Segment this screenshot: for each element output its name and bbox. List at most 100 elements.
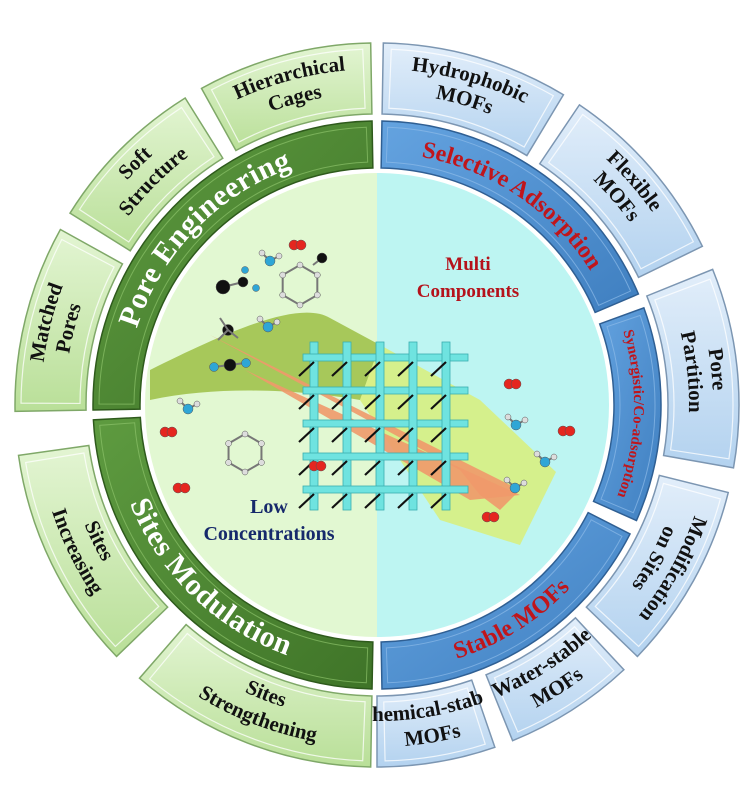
lattice-linker	[430, 361, 447, 377]
hydrogen-atom	[256, 315, 264, 323]
label-multi: Multi	[445, 254, 490, 275]
lattice-linker	[430, 427, 447, 443]
lattice-strut	[302, 353, 469, 362]
lattice-strut	[302, 452, 469, 461]
lattice-linker	[298, 394, 315, 410]
nitrogen-atom	[262, 321, 274, 333]
lattice-linker	[364, 427, 381, 443]
nitrogen-atom	[510, 419, 522, 431]
lattice-linker	[364, 493, 381, 509]
lattice-linker	[364, 394, 381, 410]
lattice-linker	[430, 460, 447, 476]
lattice-linker	[331, 460, 348, 476]
oxygen-atom	[315, 460, 327, 472]
hydrogen-atom	[258, 249, 266, 257]
carbon-ring-atom	[314, 271, 321, 279]
nitrogen-atom	[509, 482, 521, 494]
lattice-strut	[408, 341, 418, 511]
bond	[217, 329, 229, 341]
lattice-strut	[302, 386, 469, 395]
gas-molecules	[159, 239, 576, 523]
hydrogen-atom	[176, 397, 184, 405]
oxygen-atom	[510, 378, 522, 390]
carbon-ring-atom	[279, 271, 286, 279]
carbon-ring-atom	[279, 291, 286, 299]
hydrogen-atom	[520, 479, 528, 487]
carbon-ring-atom	[258, 459, 265, 466]
hydrogen-atom	[550, 453, 558, 461]
carbon-atom	[223, 358, 237, 372]
lattice-linker	[298, 361, 315, 377]
bond	[219, 317, 229, 331]
lattice-strut	[302, 419, 469, 428]
nitrogen-atom	[539, 456, 551, 468]
hydrogen-atom	[273, 318, 281, 326]
oxygen-atom	[166, 426, 178, 438]
lattice-linker	[298, 427, 315, 443]
oxygen-atom	[564, 425, 576, 437]
carbon-ring-atom	[225, 459, 232, 466]
inner-disc	[145, 173, 609, 637]
lattice-linker	[430, 493, 447, 509]
oxygen-atom	[295, 239, 307, 251]
hydrogen-atom	[533, 450, 541, 458]
green-sheet	[150, 312, 380, 400]
hydrogen-atom	[193, 400, 201, 408]
nitrogen-atom	[241, 266, 249, 274]
carbon-ring-atom	[241, 468, 249, 476]
lattice-strut	[441, 341, 451, 511]
carbon-atom	[215, 279, 231, 295]
nitrogen-atom	[182, 403, 194, 415]
oxygen-atom	[488, 511, 500, 523]
carbon-ring-atom	[296, 261, 304, 269]
bond	[282, 264, 301, 276]
bond	[282, 294, 301, 306]
label-components: Components	[417, 281, 519, 302]
lattice-linker	[430, 394, 447, 410]
carbon-atom	[237, 276, 249, 288]
bond	[299, 294, 318, 306]
lattice-strut	[302, 485, 469, 494]
lattice-linker	[364, 460, 381, 476]
nitrogen-atom	[252, 284, 260, 292]
lattice-linker	[397, 427, 414, 443]
carbon-ring-atom	[225, 440, 232, 447]
oxygen-atom	[179, 482, 191, 494]
lattice-linker	[331, 427, 348, 443]
hydrogen-atom	[521, 416, 529, 424]
bond	[299, 264, 318, 276]
carbon-ring-atom	[296, 301, 304, 309]
tile-label-line1: Pore	[703, 346, 731, 390]
lattice-linker	[331, 394, 348, 410]
lattice-linker	[298, 493, 315, 509]
carbon-atom	[316, 252, 328, 264]
hydrogen-atom	[503, 476, 511, 484]
hydrogen-atom	[275, 252, 283, 260]
lattice-linker	[397, 394, 414, 410]
label-low: Low	[250, 496, 288, 518]
carbon-ring-atom	[241, 430, 249, 438]
oxygen-atom	[241, 358, 251, 368]
lattice-linker	[397, 361, 414, 377]
lattice-linker	[364, 361, 381, 377]
carbon-ring-atom	[258, 440, 265, 447]
nitrogen-atom	[264, 255, 276, 267]
ring-segment-synergistic: Synergistic/Co-adsorption	[592, 306, 662, 522]
hydrogen-atom	[504, 413, 512, 421]
mof-framework	[298, 341, 469, 511]
carbon-ring-atom	[314, 291, 321, 299]
label-concentrations: Concentrations	[203, 523, 334, 545]
lattice-linker	[397, 493, 414, 509]
lattice-linker	[331, 493, 348, 509]
bond	[227, 329, 239, 339]
